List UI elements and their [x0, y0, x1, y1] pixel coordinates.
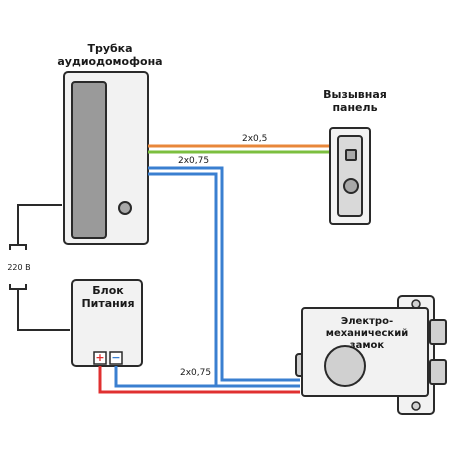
handset-device [63, 71, 149, 245]
wire-label-power: 2х0,75 [180, 368, 212, 378]
plus-sign: + [95, 351, 105, 364]
mains-cable-top [17, 204, 62, 245]
minus-terminal [109, 351, 123, 365]
wire-red-power [98, 366, 300, 394]
plus-terminal [93, 351, 107, 365]
mains-label: 220 В [7, 263, 31, 272]
plug-top-icon [9, 244, 27, 250]
plug-bottom-icon [9, 284, 27, 290]
power-supply-device [71, 279, 143, 367]
call-panel-device [329, 127, 371, 225]
lock-bolt-top [429, 319, 447, 345]
wire-blue-2 [148, 172, 218, 386]
minus-sign: − [111, 351, 121, 364]
power-supply-title: Блок Питания [81, 284, 135, 311]
wire-label-panel: 2х0,5 [242, 134, 268, 144]
wire-label-lock: 2х0,75 [178, 156, 210, 166]
mains-cable-bottom [17, 290, 70, 331]
lock-title: Электро-механический замок [325, 316, 409, 351]
handset-title: Трубка аудиодомофона [57, 42, 163, 69]
lock-bolt-bottom [429, 359, 447, 385]
call-button-icon [343, 178, 359, 194]
handset-receiver [71, 81, 107, 239]
handset-button-icon [118, 201, 132, 215]
lock-device [295, 295, 447, 415]
call-panel-title: Вызывная панель [323, 88, 387, 115]
wire-blue-1 [148, 166, 300, 382]
camera-icon [345, 149, 357, 161]
wire-blue-power [114, 366, 300, 388]
lock-cylinder-icon [324, 345, 366, 387]
